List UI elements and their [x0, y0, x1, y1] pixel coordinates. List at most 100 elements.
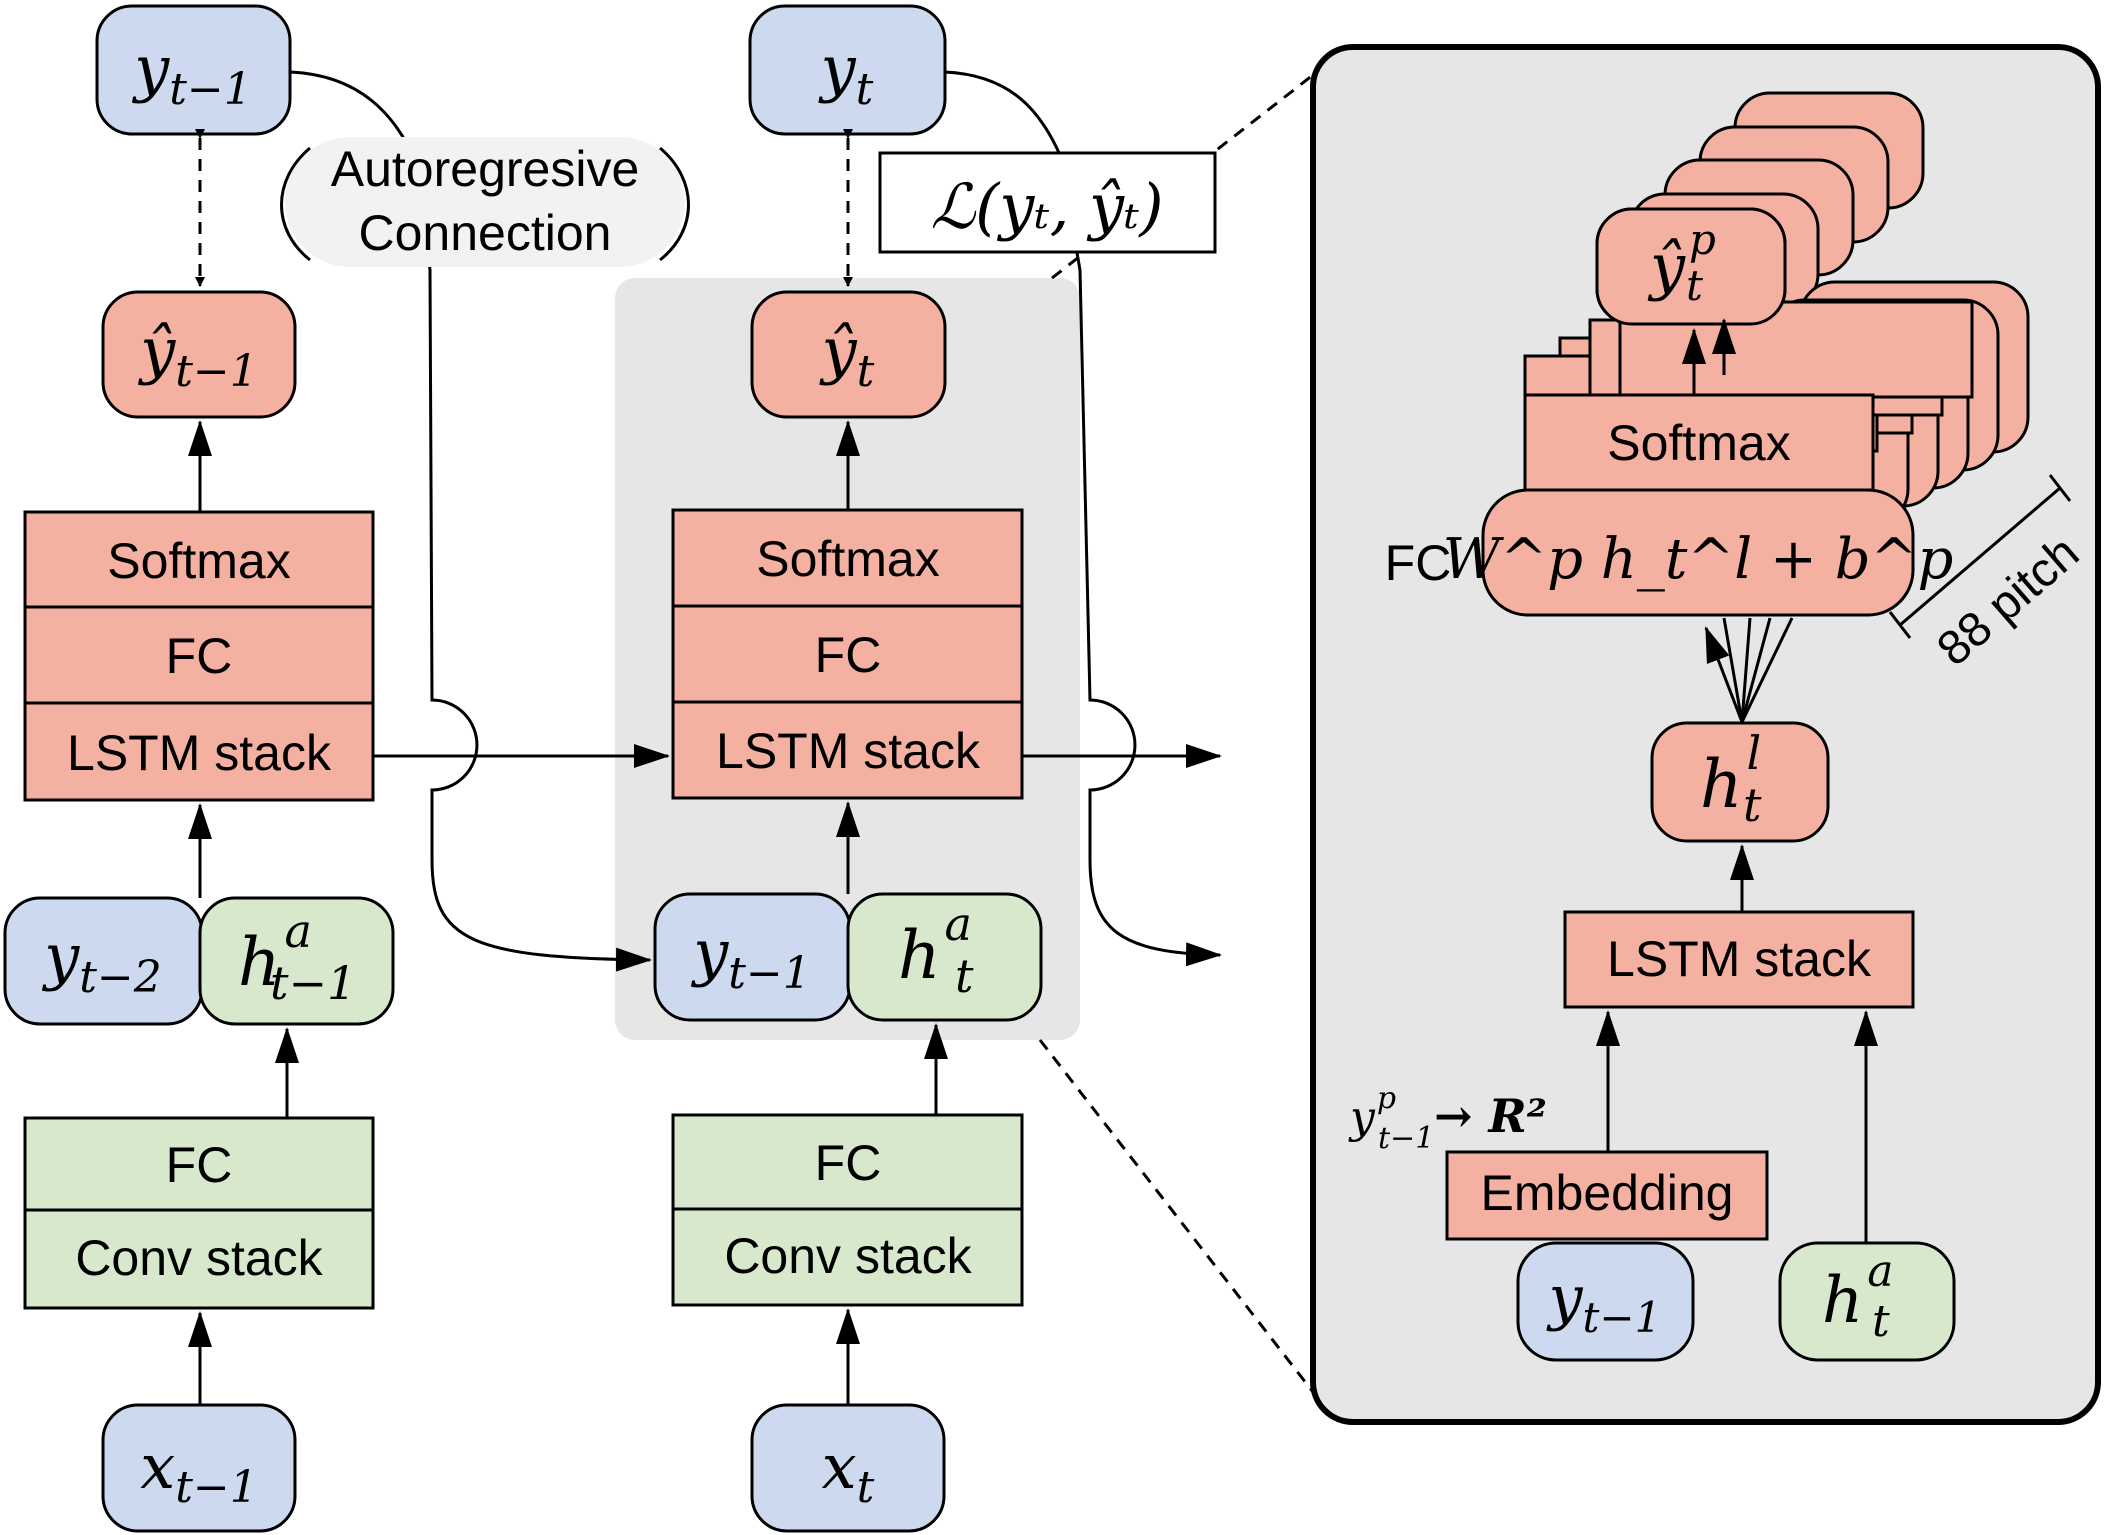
- softmax-label-zoom: Softmax: [1607, 415, 1790, 471]
- fc-conv-label-left: FC: [166, 1137, 233, 1193]
- h-l-main: h: [1700, 746, 1743, 823]
- h-a-prev-sup: a: [285, 904, 312, 958]
- yhat-p-node: [1595, 207, 1787, 326]
- y-t-label: yt: [818, 32, 874, 115]
- y-prev-input-main: y: [690, 916, 729, 989]
- conv-box-mid: [671, 1207, 1024, 1307]
- y-p-prev-sub: t−1: [1378, 1121, 1434, 1156]
- y-prev-zoom-label: yt−1: [1546, 1263, 1662, 1342]
- yhat-t-sub: t: [857, 346, 875, 397]
- fc-formula-node: [1481, 488, 1915, 617]
- yhat-prev-node: [101, 290, 297, 419]
- x-t-label: xt: [822, 1430, 875, 1513]
- h-a-zoom-sup: a: [1867, 1246, 1893, 1297]
- h-a-main: h: [898, 917, 941, 994]
- y-p-prev-sup: p: [1377, 1081, 1396, 1116]
- pitch-bracket: [1888, 474, 2072, 639]
- autoregressive-path-left: [289, 70, 652, 972]
- lstm-label-left: LSTM stack: [67, 725, 332, 781]
- y-t-sub: t: [856, 64, 874, 115]
- h-a-prev-sub: t−1: [270, 956, 356, 1010]
- y-prev-sub: t−1: [169, 64, 252, 115]
- y-prev-label: yt−1: [131, 32, 252, 115]
- x-t-sub: t: [857, 1462, 875, 1513]
- h-a-sub: t: [955, 949, 974, 1003]
- yhat-t-main: ŷ: [819, 314, 858, 387]
- embedding-label: Embedding: [1481, 1165, 1734, 1221]
- y-prev-zoom-node: [1516, 1241, 1695, 1362]
- yhat-p-main: ŷ: [1647, 230, 1686, 303]
- y-prev2-main: y: [41, 920, 80, 993]
- autoregressive-line2: Connection: [359, 205, 612, 261]
- y-prev2-sub: t−2: [79, 952, 162, 1003]
- h-l-sub: t: [1743, 778, 1762, 832]
- loss-box: [878, 151, 1217, 254]
- fc-label-left: FC: [166, 628, 233, 684]
- h-a-prev-node: [198, 896, 395, 1026]
- conv-box-left: [23, 1208, 375, 1310]
- y-t-main: y: [818, 32, 857, 105]
- x-prev-node: [101, 1403, 297, 1533]
- embed-map-label: → R²: [1434, 1089, 1547, 1143]
- fc-label-mid: FC: [815, 627, 882, 683]
- autoregressive-bubble: Autoregresive Connection: [280, 137, 690, 267]
- y-prev-input-label: yt−1: [690, 916, 811, 999]
- y-prev-zoom-sub: t−1: [1583, 1293, 1662, 1342]
- softmax-box-zoom: [1523, 393, 1875, 492]
- h-a-zoom-node: [1778, 1241, 1956, 1362]
- conv-label-left: Conv stack: [75, 1230, 323, 1286]
- y-p-prev-main: y: [1348, 1092, 1376, 1143]
- fc-box-left: [23, 605, 375, 705]
- zoom-line-top: [1051, 73, 1314, 280]
- y-prev-input-sub: t−1: [728, 948, 811, 999]
- fc-box-mid: [671, 604, 1024, 704]
- lstm-label-zoom: LSTM stack: [1607, 931, 1872, 987]
- h-a-sup: a: [945, 897, 972, 951]
- x-prev-main: x: [140, 1430, 175, 1503]
- h-a-zoom-main: h: [1822, 1264, 1863, 1338]
- lstm-box-left: [23, 701, 375, 802]
- y-p-prev-label: yp t−1: [1348, 1081, 1434, 1156]
- h-l-node: [1650, 721, 1830, 843]
- softmax-label-mid: Softmax: [756, 531, 939, 587]
- lstm-label-mid: LSTM stack: [716, 723, 981, 779]
- fc-side-label: FC: [1385, 535, 1452, 591]
- y-prev-node: [95, 4, 292, 136]
- softmax-label-left: Softmax: [107, 533, 290, 589]
- lstm-box-zoom: [1563, 910, 1915, 1009]
- y-prev-zoom-main: y: [1546, 1263, 1584, 1333]
- h-a-prev-main: h: [238, 924, 281, 1001]
- h-a-node: [846, 892, 1043, 1022]
- yhat-p-sup: p: [1689, 215, 1716, 264]
- x-t-node: [750, 1403, 946, 1533]
- y-prev2-label: yt−2: [41, 920, 162, 1003]
- y-prev-main: y: [131, 32, 170, 105]
- x-prev-sub: t−1: [175, 1462, 258, 1513]
- loss-label: ℒ(yₜ, ŷₜ): [930, 170, 1163, 243]
- yhat-prev-sub: t−1: [175, 346, 258, 397]
- h-l-sup: l: [1747, 726, 1762, 780]
- x-t-main: x: [822, 1430, 857, 1503]
- fc-conv-box-mid: [671, 1113, 1024, 1211]
- x-prev-label: xt−1: [140, 1430, 258, 1513]
- autoregressive-line1: Autoregresive: [331, 141, 640, 197]
- fc-conv-label-mid: FC: [815, 1135, 882, 1191]
- h-l-fan-arrows: [1704, 617, 1794, 723]
- autoregressive-path-right: [944, 70, 1222, 967]
- fc-formula-label: W^p h_t^l + b^p: [1443, 527, 1954, 592]
- yhat-prev-main: ŷ: [137, 314, 176, 387]
- yhat-p-sub: t: [1686, 261, 1703, 310]
- yhat-prev-label: ŷt−1: [137, 314, 258, 397]
- embedding-box: [1445, 1150, 1769, 1241]
- yhat-t-label: ŷt: [819, 314, 875, 397]
- zoom-line-bottom: [1038, 1039, 1315, 1393]
- lstm-box-mid: [671, 700, 1024, 800]
- conv-label-mid: Conv stack: [724, 1228, 972, 1284]
- yhat-t-node: [750, 290, 947, 419]
